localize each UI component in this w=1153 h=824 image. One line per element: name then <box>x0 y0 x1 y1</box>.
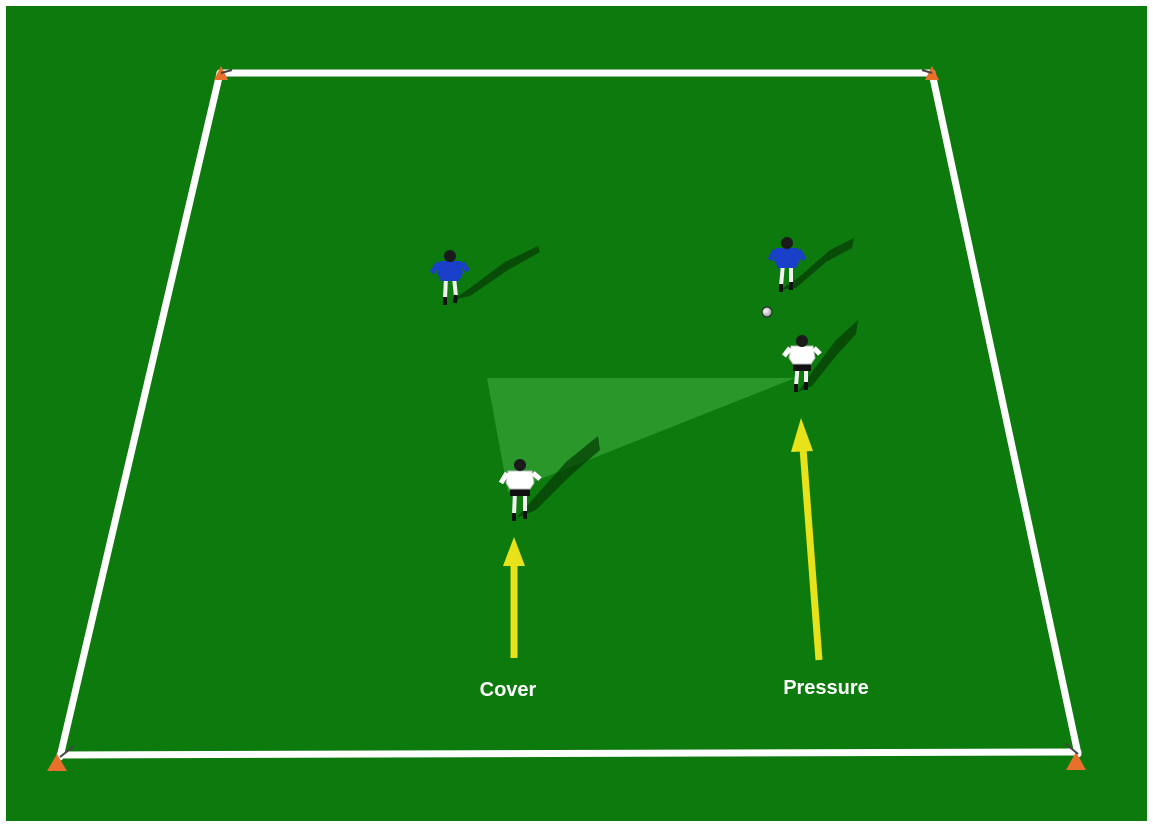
ball <box>762 307 772 317</box>
pressure-label: Pressure <box>783 677 869 699</box>
boundary-bottom <box>60 752 1078 755</box>
cover-label: Cover <box>480 679 537 701</box>
